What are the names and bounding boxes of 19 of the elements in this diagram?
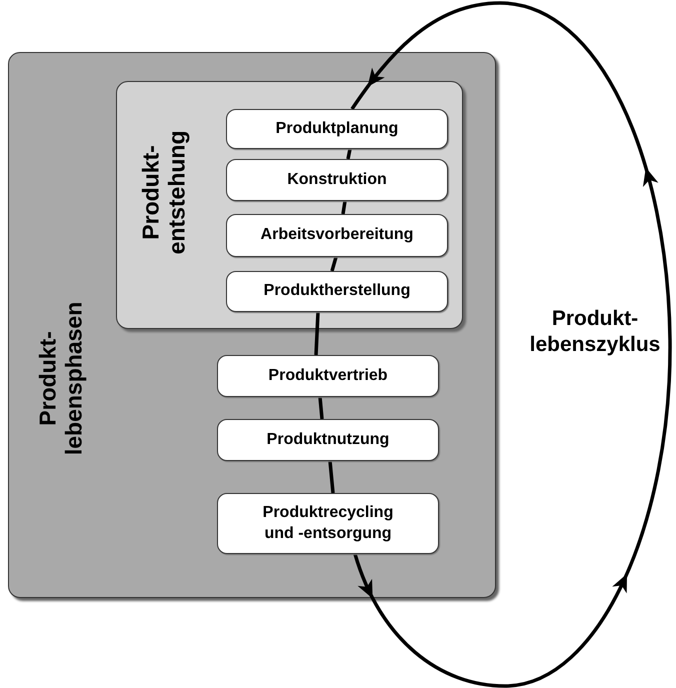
phase-box: Konstruktion bbox=[226, 159, 448, 201]
connector-line bbox=[328, 460, 335, 494]
phase-box: Produktplanung bbox=[226, 109, 448, 149]
phase-box: Arbeitsvorbereitung bbox=[226, 214, 448, 257]
group-panel bbox=[116, 81, 463, 329]
connector-line bbox=[318, 396, 324, 420]
cycle-label: Produkt- lebenszyklus bbox=[528, 306, 662, 358]
phase-box: Produktherstellung bbox=[226, 271, 448, 312]
group-heading: Produkt- entstehung bbox=[138, 128, 190, 256]
cycle-arrow bbox=[350, 1, 672, 688]
connector-line bbox=[314, 312, 320, 356]
connector-line bbox=[346, 148, 352, 160]
phase-box: Produktrecycling und -entsorgung bbox=[217, 493, 439, 554]
connector-line bbox=[330, 256, 338, 272]
connector-line bbox=[341, 200, 347, 214]
phase-box: Produktvertrieb bbox=[217, 355, 439, 397]
phase-box: Produktnutzung bbox=[217, 419, 439, 461]
group-heading: Produkt- lebensphasen bbox=[34, 300, 88, 457]
group-panel bbox=[8, 52, 496, 598]
